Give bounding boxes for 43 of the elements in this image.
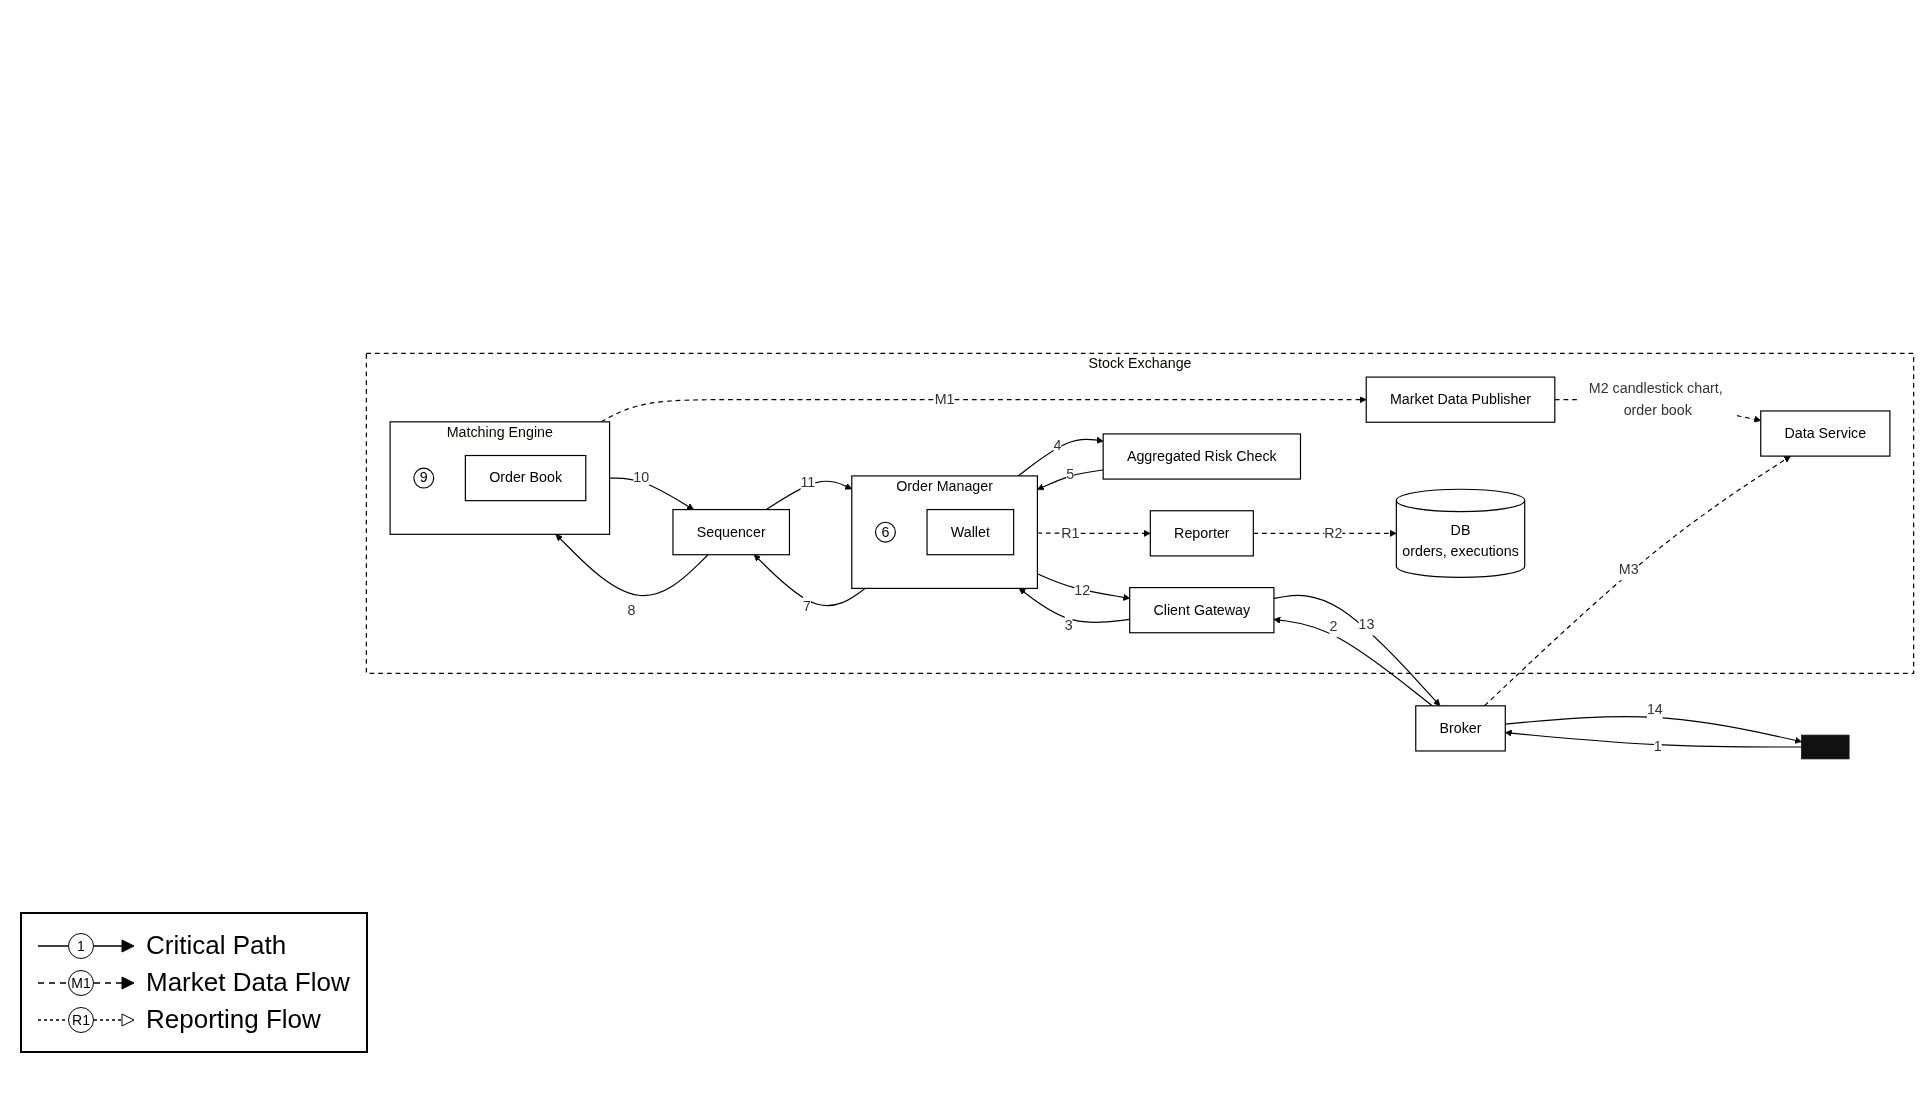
edge-label: 8 xyxy=(627,602,636,619)
edge-label: M3 xyxy=(1618,561,1639,578)
arrow xyxy=(1273,595,1441,707)
node-circle: 9 xyxy=(413,467,435,489)
edge-label: 7 xyxy=(802,598,811,615)
edge-label: 14 xyxy=(1646,702,1663,718)
arrow xyxy=(1483,456,1791,707)
edge-label: M1 xyxy=(934,391,955,408)
edge-label: 11 xyxy=(800,474,816,491)
node-box: Market Data Publisher xyxy=(1365,376,1556,424)
node-box: Client Gateway xyxy=(1129,587,1275,634)
legend-text: Critical Path xyxy=(146,930,287,961)
node-computer xyxy=(1801,735,1850,760)
edge-label: 3 xyxy=(1064,617,1073,634)
node-box: Broker xyxy=(1415,705,1506,752)
edge-label: 12 xyxy=(1074,582,1091,599)
arrow xyxy=(1273,617,1433,707)
edge-label: M2 candlestick chart, order book xyxy=(1588,381,1723,419)
edge-label: 2 xyxy=(1329,619,1338,635)
node-box: Reporter xyxy=(1149,510,1254,557)
node-box: Sequencer xyxy=(672,509,791,556)
edge-label: 1 xyxy=(1653,739,1662,755)
arrow xyxy=(555,534,709,597)
edge-label: R2 xyxy=(1324,525,1343,542)
edge-label: 4 xyxy=(1053,437,1062,454)
node-circle: 6 xyxy=(874,522,896,544)
node-box: Data Service xyxy=(1760,410,1891,458)
legend-text: Market Data Flow xyxy=(146,967,350,998)
node-box: Aggregated Risk Check xyxy=(1102,433,1302,481)
arrow xyxy=(753,554,866,607)
flow-number: 1 xyxy=(68,932,94,959)
edge-label: R1 xyxy=(1061,525,1080,542)
flow-number: R1 xyxy=(68,1006,94,1033)
node-box: Wallet xyxy=(926,509,1015,556)
edge-label: 5 xyxy=(1066,466,1075,483)
arrow xyxy=(600,396,1367,423)
edge-label: 13 xyxy=(1358,617,1375,633)
flow-number: M1 xyxy=(68,969,94,996)
legend-text: Reporting Flow xyxy=(146,1004,321,1035)
arrow xyxy=(1017,437,1104,477)
arrow xyxy=(1037,469,1104,491)
edge-label: 10 xyxy=(633,470,650,486)
node-box: Order Book xyxy=(464,455,587,502)
